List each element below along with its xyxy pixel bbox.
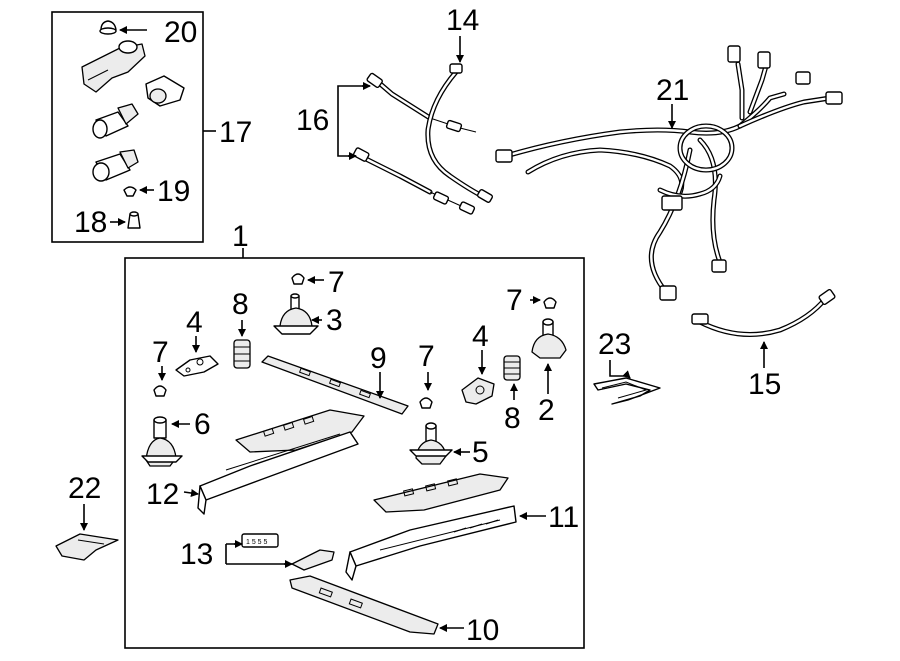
callout-21: 21 (656, 74, 689, 107)
track-box-frame (124, 257, 585, 649)
clip-7-middle-part (419, 397, 433, 409)
cable-14-part (425, 63, 494, 203)
track-12-part (197, 409, 365, 515)
callout-7-left: 7 (152, 336, 169, 369)
bracket-23-part (593, 377, 661, 405)
callout-8-right: 8 (504, 402, 521, 435)
mount-5-part (409, 422, 453, 465)
callout-19: 19 (157, 175, 190, 208)
fastener-18-part (127, 211, 141, 229)
callout-5: 5 (472, 436, 489, 469)
motor-bracket-part (81, 40, 146, 93)
mount-2-part (531, 318, 567, 359)
callout-17: 17 (219, 116, 252, 149)
callout-10: 10 (466, 614, 499, 647)
callout-20: 20 (164, 16, 197, 49)
callout-18: 18 (74, 206, 107, 239)
rail-9-part (261, 355, 409, 415)
cover-22-part (55, 533, 119, 561)
callout-16: 16 (296, 104, 329, 137)
cable-15-part (691, 288, 836, 337)
callout-23-leader (609, 360, 628, 377)
bracket-4-right-part (461, 377, 495, 405)
spring-8-right-part (503, 355, 521, 381)
rail-10-part (289, 575, 439, 635)
track-11-part (345, 473, 517, 581)
motor-lower-part (92, 149, 139, 182)
callout-7-top: 7 (328, 266, 345, 299)
clip-7-right-part (543, 297, 557, 309)
cable-16-upper-part (366, 72, 477, 133)
mount-3-part (273, 293, 319, 335)
clip-7-left-part (153, 385, 167, 397)
gearbox-part (145, 75, 185, 107)
callout-16-bracket (337, 85, 368, 157)
callout-6: 6 (194, 408, 211, 441)
clip-7-top-part (291, 273, 305, 285)
clip-20-part (99, 20, 117, 35)
callout-14: 14 (446, 4, 479, 37)
callout-1: 1 (232, 220, 249, 253)
cables-group: 14 16 (296, 4, 494, 215)
callout-4-left: 4 (186, 306, 203, 339)
seat-track-assembly-box: 1 7 3 8 4 (124, 220, 585, 649)
trim-13-marking: 1 5 5 5 (246, 539, 268, 546)
callout-7-right: 7 (506, 284, 523, 317)
motor-box-frame (51, 11, 204, 243)
callout-9: 9 (370, 342, 387, 375)
callout-8-left: 8 (232, 288, 249, 321)
callout-3: 3 (326, 304, 343, 337)
spring-8-left-part (233, 339, 251, 369)
motor-components-box: 20 17 19 18 (51, 11, 252, 243)
callout-22: 22 (68, 472, 101, 505)
motor-upper-part (92, 103, 139, 139)
callout-12-arrow (183, 489, 199, 497)
trim-13-part: 1 5 5 5 (241, 533, 335, 571)
callout-12: 12 (146, 478, 179, 511)
callout-11: 11 (548, 501, 579, 534)
cable-16-lower-part (352, 147, 476, 215)
wiring-harness-21-part (495, 45, 843, 301)
callout-13: 13 (180, 538, 213, 571)
callout-23-arrow (622, 370, 631, 379)
callout-15: 15 (748, 368, 781, 401)
bracket-4-left-part (175, 355, 219, 377)
mount-6-part (141, 416, 183, 467)
callout-7-middle: 7 (418, 340, 435, 373)
clip-19-part (123, 186, 137, 197)
callout-2: 2 (538, 394, 555, 427)
callout-23: 23 (598, 328, 631, 361)
callout-4-right: 4 (472, 320, 489, 353)
